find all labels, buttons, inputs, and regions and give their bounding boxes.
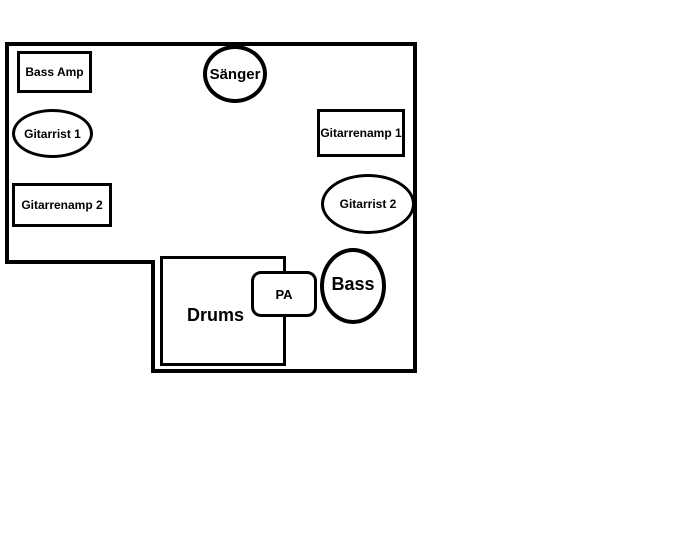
pa-label: PA [275,286,293,302]
bass-label: Bass [331,273,375,294]
room-wall [5,42,417,373]
gitarrenamp-1-label: Gitarrenamp 1 [320,126,402,140]
saenger-circle: Sänger [203,45,267,103]
gitarrist-1-label: Gitarrist 1 [24,126,81,141]
gitarrenamp-1-box: Gitarrenamp 1 [317,109,405,157]
saenger-label: Sänger [209,65,261,83]
bass-amp-label: Bass Amp [25,65,84,79]
pa-box: PA [251,271,317,317]
gitarrenamp-2-label: Gitarrenamp 2 [21,198,103,212]
gitarrist-2-ellipse: Gitarrist 2 [321,174,415,234]
bass-circle: Bass [320,248,386,324]
gitarrenamp-2-box: Gitarrenamp 2 [12,183,112,227]
gitarrist-1-ellipse: Gitarrist 1 [12,109,93,158]
drums-label: Drums [187,304,245,325]
gitarrist-2-label: Gitarrist 2 [339,197,397,211]
bass-amp-box: Bass Amp [17,51,92,93]
